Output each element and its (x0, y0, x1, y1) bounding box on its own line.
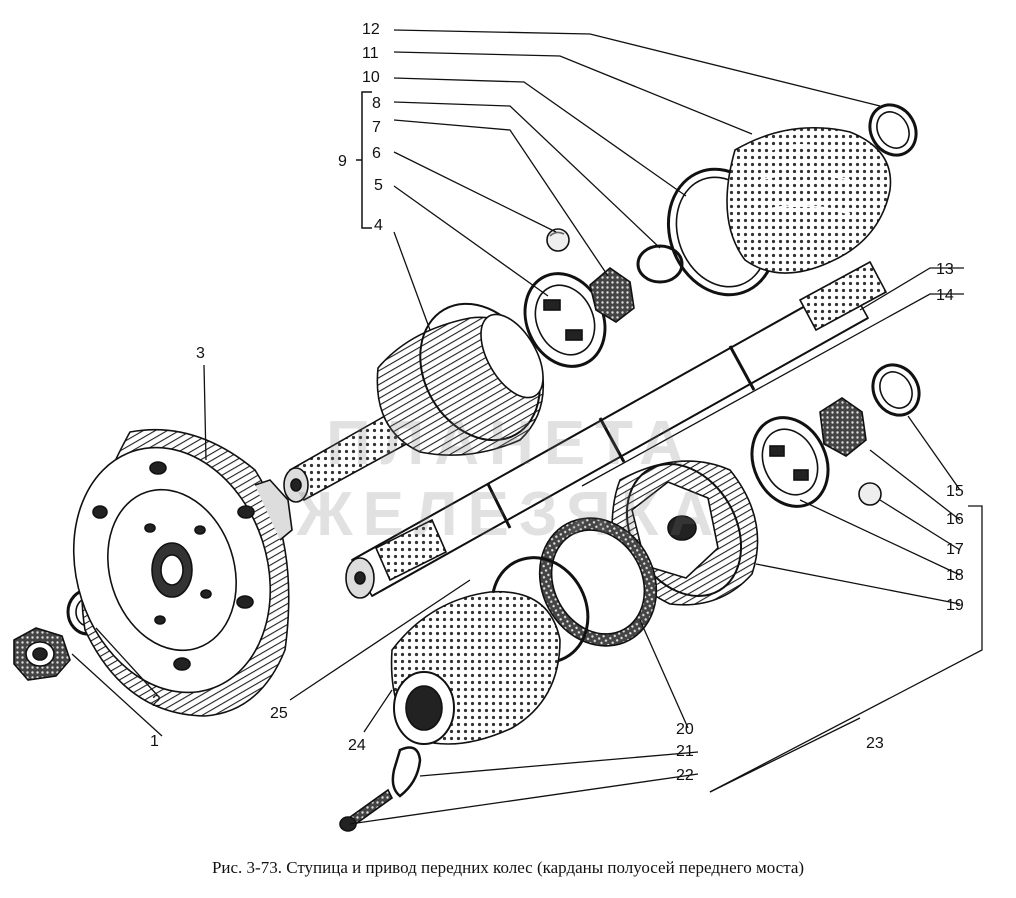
callout-20: 20 (676, 721, 694, 738)
inner-joint-race (819, 397, 867, 457)
figure-caption: Рис. 3-73. Ступица и привод передних кол… (211, 858, 805, 877)
outer-boot (726, 126, 892, 274)
half-shaft (345, 260, 888, 599)
callout-16: 16 (946, 511, 964, 528)
callout-21: 21 (676, 743, 694, 760)
callout-23: 23 (866, 735, 884, 752)
hub-nut (13, 627, 71, 681)
inner-boot-clamp (538, 517, 658, 647)
bolt (339, 788, 394, 832)
inner-joint-ball (858, 482, 882, 506)
spring-ring (868, 103, 918, 157)
callout-18: 18 (946, 567, 964, 584)
ball (546, 228, 570, 252)
callout-13: 13 (936, 261, 954, 278)
group-bracket (356, 91, 372, 229)
outer-cv-joint (283, 302, 545, 503)
callout-6: 6 (372, 145, 381, 162)
inner-joint-cage (750, 416, 830, 508)
callout-labels: 1 2 3 4 5 6 7 8 9 10 11 12 13 14 15 16 1… (150, 21, 964, 784)
callout-22: 22 (676, 767, 694, 784)
callout-8: 8 (372, 95, 381, 112)
callout-14: 14 (936, 287, 954, 304)
callout-11: 11 (362, 45, 379, 62)
leader-lines (71, 29, 983, 825)
retaining-ring (871, 363, 921, 417)
callout-10: 10 (362, 69, 380, 86)
callout-4: 4 (374, 217, 383, 234)
inner-race (589, 266, 635, 323)
circlip-small (636, 244, 684, 284)
callout-2: 2 (152, 693, 161, 710)
callout-19: 19 (946, 597, 964, 614)
wheel-hub-flange (72, 428, 293, 717)
lock-plate (391, 746, 422, 798)
callout-9: 9 (338, 153, 347, 170)
callout-5: 5 (374, 177, 383, 194)
callout-7: 7 (372, 119, 381, 136)
callout-1: 1 (150, 733, 159, 750)
callout-12: 12 (362, 21, 380, 38)
callout-17: 17 (946, 541, 964, 558)
callout-15: 15 (946, 483, 964, 500)
callout-3: 3 (196, 345, 205, 362)
callout-25: 25 (270, 705, 288, 722)
inner-boot (390, 590, 561, 745)
callout-24: 24 (348, 737, 366, 754)
